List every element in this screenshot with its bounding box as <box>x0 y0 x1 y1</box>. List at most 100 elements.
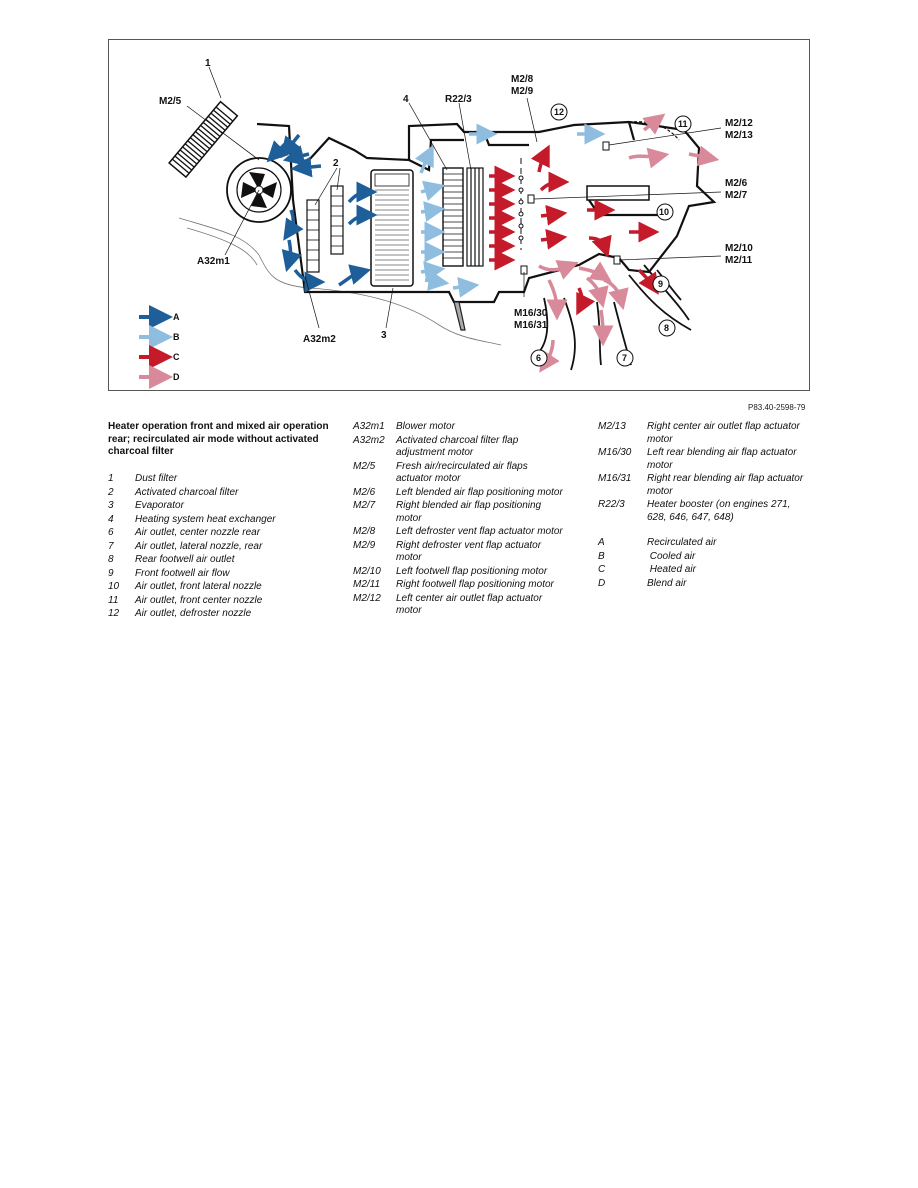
legend-components-2: M2/13 Right center air outlet flap actuat… <box>598 421 810 591</box>
legend-key: 1 <box>108 473 114 484</box>
legend-text: Air outlet, center nozzle rear <box>135 527 261 538</box>
callout-m16-30: M16/30 <box>514 308 548 319</box>
callout-m2-9: M2/9 <box>511 86 534 97</box>
legend-text: Dust filter <box>135 473 178 484</box>
legend-text: Left rear blending air flap actuator mot… <box>647 447 797 471</box>
legend-row: M2/13 Right center air outlet flap actuat… <box>598 421 810 446</box>
heater-booster <box>466 167 484 267</box>
callout-m2-12: M2/12 <box>725 118 753 129</box>
legend-key: M2/5 <box>353 460 376 472</box>
legend-key: D <box>598 577 606 589</box>
circled-11: 11 <box>678 119 688 129</box>
callout-2: 2 <box>333 158 339 169</box>
callout-m2-10: M2/10 <box>725 243 753 254</box>
legend-key: 8 <box>108 554 114 565</box>
legend-text: Left center air outlet flap actuator mot… <box>396 592 543 617</box>
legend-key: 6 <box>108 527 114 538</box>
legend-text: Blower motor <box>396 421 455 432</box>
legend-key: M16/31 <box>598 473 632 484</box>
legend-key: 9 <box>108 567 114 579</box>
legend-text: Fresh air/recirculated air flaps actuato… <box>396 460 528 485</box>
recirculated-air-arrows <box>266 133 378 293</box>
circled-6: 6 <box>536 353 541 363</box>
leader-lines <box>186 66 722 329</box>
legend-row: 6 Air outlet, center nozzle rear <box>108 527 333 540</box>
legend-key: M2/11 <box>353 579 381 590</box>
blend-air-arrows <box>538 113 720 373</box>
legend-text: Cooled air <box>647 550 696 562</box>
callout-a32m2: A32m2 <box>303 334 336 345</box>
legend-key: 2 <box>108 486 114 498</box>
callout-m2-5: M2/5 <box>159 96 182 107</box>
front-lateral-nozzle-flap <box>586 185 650 201</box>
legend-key: 4 <box>108 513 114 525</box>
evaporator <box>370 169 414 287</box>
legend-text: Activated charcoal filter <box>135 486 239 498</box>
legend-row: M2/6 Left blended air flap positioning mo… <box>353 487 563 500</box>
legend-row: 7 Air outlet, lateral nozzle, rear <box>108 541 333 554</box>
legend-text: Air outlet, front center nozzle <box>135 594 263 606</box>
callout-a32m1: A32m1 <box>197 256 230 267</box>
legend-row: B Cooled air <box>598 551 810 564</box>
legend-row: 1 Dust filter <box>108 473 333 486</box>
legend-key: M2/10 <box>353 565 381 577</box>
legend-key: 7 <box>108 540 114 552</box>
legend-text: Rear footwell air outlet <box>135 554 235 565</box>
legend-row: M2/10 Left footwell flap positioning moto… <box>353 566 563 579</box>
legend-row: 2 Activated charcoal filter <box>108 487 333 500</box>
circled-9: 9 <box>658 279 663 289</box>
legend-key: M2/7 <box>353 500 376 511</box>
callout-m2-11: M2/11 <box>725 255 753 266</box>
arrow-key-d: D <box>173 372 180 382</box>
legend-text: Heater booster (on engines 271, 628, 646… <box>647 499 791 523</box>
callout-m2-6: M2/6 <box>725 178 748 189</box>
legend-row: A32m1 Blower motor <box>353 421 563 434</box>
legend-row: 12 Air outlet, defroster nozzle <box>108 608 333 621</box>
callout-m2-7: M2/7 <box>725 190 748 201</box>
legend-text: Left footwell flap positioning motor <box>396 565 548 577</box>
callout-m16-31: M16/31 <box>514 320 548 331</box>
legend-key: A32m1 <box>353 421 385 432</box>
legend-text: Right center air outlet flap actuator mo… <box>647 421 800 445</box>
legend-text: Front footwell air flow <box>135 567 230 579</box>
circled-12: 12 <box>554 107 564 117</box>
legend-text: Right blended air flap positioning motor <box>396 500 542 524</box>
legend-key: A32m2 <box>353 434 385 446</box>
heated-air-arrows <box>489 144 660 316</box>
callout-4: 4 <box>403 94 409 105</box>
legend-text: Recirculated air <box>647 537 717 548</box>
legend-key: B <box>598 550 605 562</box>
arrow-key-b: B <box>173 332 180 342</box>
legend-key: M2/13 <box>598 421 626 432</box>
legend-row: 8 Rear footwell air outlet <box>108 554 333 567</box>
legend-text: Air outlet, front lateral nozzle <box>135 581 262 592</box>
legend-text: Air outlet, lateral nozzle, rear <box>135 540 263 552</box>
arrow-key: A B C D <box>139 305 180 389</box>
callout-m2-13: M2/13 <box>725 130 753 141</box>
callout-m2-8: M2/8 <box>511 74 534 85</box>
legend-key: M2/6 <box>353 486 376 498</box>
arrow-key-a: A <box>173 312 180 322</box>
legend-text: Left blended air flap positioning motor <box>396 486 563 498</box>
circled-8: 8 <box>664 323 669 333</box>
legend-row: M2/5 Fresh air/recirculated air flaps act… <box>353 461 563 486</box>
legend-key: 12 <box>108 608 120 619</box>
legend-key: R22/3 <box>598 499 625 510</box>
legend-text: Right footwell flap positioning motor <box>396 579 554 590</box>
legend-text: Air outlet, defroster nozzle <box>135 608 252 619</box>
legend-key: M2/8 <box>353 526 376 537</box>
circled-outlet-numbers <box>530 103 692 367</box>
dust-filter <box>168 100 239 179</box>
drain-tube <box>453 301 466 331</box>
